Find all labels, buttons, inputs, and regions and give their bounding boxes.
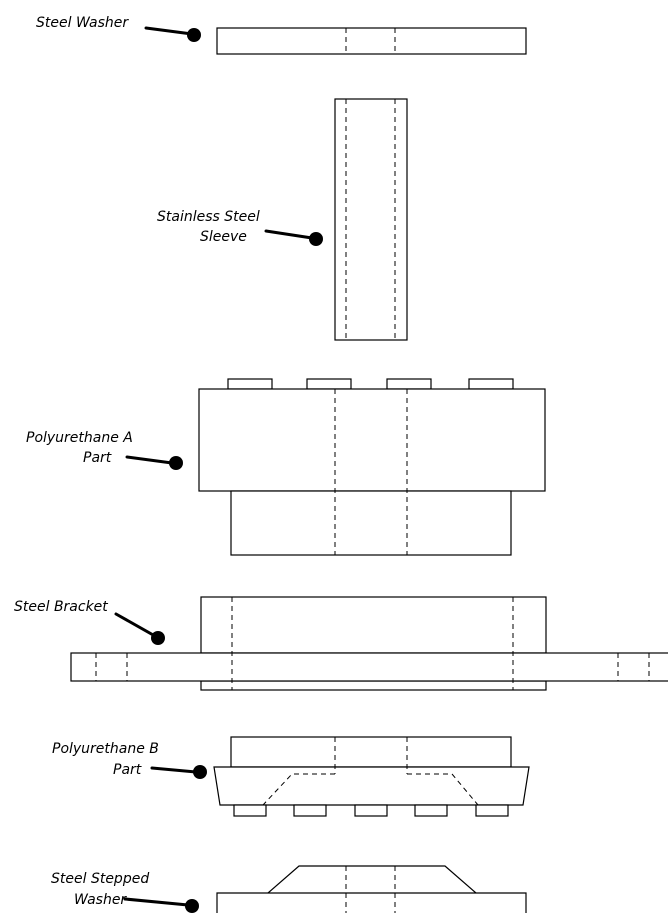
steel-washer-body <box>216 27 527 55</box>
steel-bracket-label: Steel Bracket <box>14 599 108 615</box>
polyurethane-b-callout: Polyurethane B Part <box>52 741 207 779</box>
poly-b-nub-2 <box>293 804 327 817</box>
poly-b-tapered-body <box>213 766 530 806</box>
poly-a-nub-2 <box>306 378 352 390</box>
sleeve-label-line2: Sleeve <box>200 229 247 245</box>
poly-a-label-line1: Polyurethane A <box>26 430 133 446</box>
steel-bracket-leader <box>114 612 157 638</box>
stepped-washer-label-line2: Washer <box>74 892 127 908</box>
poly-b-top-body <box>230 736 512 768</box>
sleeve-label-line1: Stainless Steel <box>157 209 260 225</box>
steel-bracket-leader-dot <box>151 631 165 645</box>
steel-washer-leader-dot <box>187 28 201 42</box>
bracket-upright <box>200 596 547 654</box>
steel-washer-label: Steel Washer <box>36 15 129 31</box>
stepped-washer-label-line1: Steel Stepped <box>51 871 149 887</box>
poly-a-nub-4 <box>468 378 514 390</box>
poly-a-nub-3 <box>386 378 432 390</box>
polyurethane-b-part <box>213 736 530 817</box>
poly-a-leader <box>125 455 174 465</box>
poly-b-nub-3 <box>354 804 388 817</box>
stepped-washer-base <box>216 892 527 913</box>
sleeve-leader <box>264 229 314 240</box>
bracket-flange <box>70 652 668 682</box>
stepped-washer-raised-step <box>267 865 477 894</box>
poly-a-lower-body <box>230 490 512 556</box>
sleeve-callout: Stainless Steel Sleeve <box>157 209 323 246</box>
bracket-bottom-plate <box>200 680 547 691</box>
poly-b-label-line2: Part <box>113 762 142 778</box>
steel-washer <box>216 27 527 55</box>
poly-a-upper-body <box>198 388 546 492</box>
poly-b-nub-4 <box>414 804 448 817</box>
polyurethane-a-callout: Polyurethane A Part <box>26 430 183 470</box>
poly-a-nub-1 <box>227 378 273 390</box>
poly-b-leader <box>150 766 198 774</box>
stepped-washer-callout: Steel Stepped Washer <box>51 871 199 913</box>
stainless-steel-sleeve <box>334 98 408 341</box>
poly-b-label-line1: Polyurethane B <box>52 741 159 757</box>
poly-b-hidden-step-right <box>407 773 479 806</box>
poly-b-nub-5 <box>475 804 509 817</box>
steel-washer-leader <box>144 26 194 36</box>
steel-bracket-callout: Steel Bracket <box>14 599 165 645</box>
steel-stepped-washer <box>216 865 527 913</box>
poly-b-nub-1 <box>233 804 267 817</box>
poly-b-leader-dot <box>193 765 207 779</box>
steel-bracket <box>70 596 668 691</box>
poly-a-label-line2: Part <box>83 450 112 466</box>
polyurethane-a-part <box>198 378 546 556</box>
poly-a-leader-dot <box>169 456 183 470</box>
stepped-washer-leader-dot <box>185 899 199 913</box>
stepped-washer-leader <box>123 897 190 907</box>
steel-washer-callout: Steel Washer <box>36 15 201 42</box>
sleeve-leader-dot <box>309 232 323 246</box>
